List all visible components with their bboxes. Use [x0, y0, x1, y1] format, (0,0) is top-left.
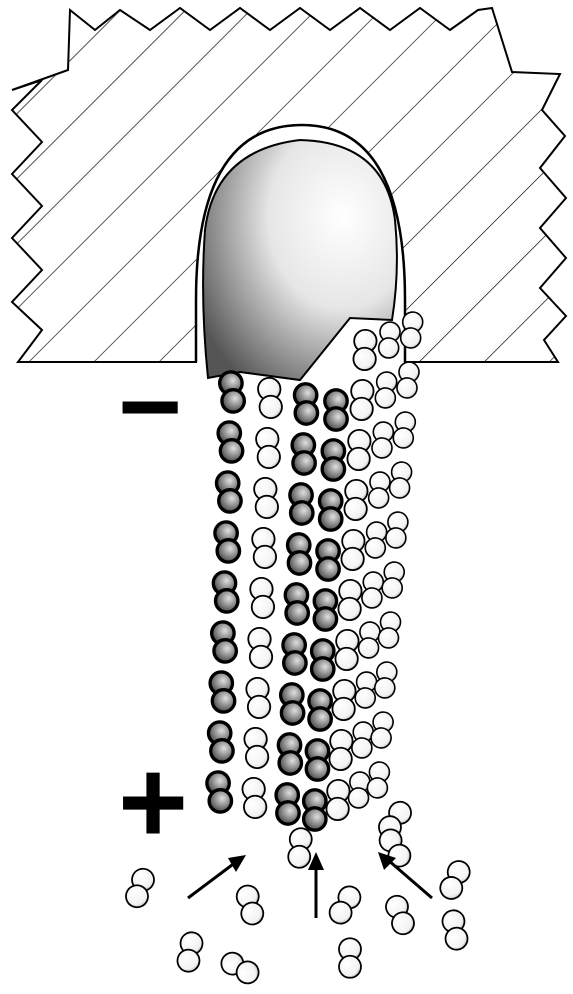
tubulin-dimer [353, 329, 377, 370]
tubulin-dimer [309, 690, 331, 730]
free-tubulin-dimer [287, 827, 312, 868]
tubulin-dimer [317, 540, 339, 580]
free-tubulin-dimer [383, 893, 417, 938]
tubulin-dimer [294, 383, 318, 424]
tubulin-dimer [278, 733, 302, 774]
tubulin-dimer [354, 671, 377, 709]
free-tubulin-dimer [176, 931, 205, 974]
tubulin-dimer [371, 421, 394, 459]
tubulin-dimer [326, 779, 350, 820]
tubulin-dimer [289, 483, 313, 524]
free-tubulin-dimer [234, 883, 265, 927]
tubulin-dimer [375, 371, 398, 409]
tubulin-dimer [329, 729, 353, 770]
tubulin-dimer [215, 471, 242, 514]
tubulin-dimer [218, 371, 245, 414]
tubulin-dimer [322, 440, 344, 480]
tubulin-dimer [332, 679, 356, 720]
free-tubulin-dimer [339, 938, 361, 978]
tubulin-dimer [217, 421, 244, 464]
tubulin-dimer [350, 379, 374, 420]
tubulin-dimer [245, 677, 271, 719]
microtubule [206, 311, 424, 830]
tubulin-dimer [358, 621, 381, 659]
tubulin-dimer [364, 521, 387, 559]
arrow-center [308, 852, 324, 918]
tubulin-dimer [207, 721, 234, 764]
free-tubulin-dimer [123, 866, 157, 911]
tubulin-dimer [388, 461, 412, 499]
tubulin-dimer [251, 527, 277, 569]
tubulin-dimer [287, 533, 311, 574]
free-tubulin-dimer [441, 909, 470, 952]
tubulin-dimer [285, 583, 309, 624]
tubulin-dimer [255, 427, 281, 469]
tubulin-dimer [335, 629, 359, 670]
tubulin-dimer [212, 571, 239, 614]
tubulin-dimer [214, 521, 241, 564]
tubulin-dimer [347, 429, 371, 470]
tubulin-dimer [314, 590, 336, 630]
tubulin-dimer [312, 640, 334, 680]
tubulin-dimer [210, 621, 237, 664]
tubulin-dimer [209, 671, 236, 714]
tubulin-dimer [304, 790, 326, 830]
tubulin-dimer [361, 571, 384, 609]
tubulin-dimer [253, 477, 279, 519]
tubulin-dimer [247, 627, 273, 669]
tubulin-dimer [282, 633, 306, 674]
tubulin-dimer [276, 783, 300, 824]
tubulin-dimer [242, 777, 268, 819]
tubulin-dimer [368, 471, 391, 509]
tubulin-dimer [374, 661, 398, 699]
free-tubulin-dimer [217, 949, 262, 988]
tubulin-dimer [244, 727, 270, 769]
tubulin-dimer [344, 479, 368, 520]
tubulin-dimer [377, 611, 401, 649]
tubulin-dimer [392, 411, 416, 449]
tubulin-dimer [385, 511, 409, 549]
tubulin-dimer [396, 361, 420, 399]
tubulin-dimer [292, 433, 316, 474]
plus-end-label: + [118, 742, 188, 862]
tubulin-dimer [378, 321, 401, 359]
tubulin-dimer [249, 577, 275, 619]
free-tubulin-dimer [437, 857, 474, 902]
tubulin-dimer [381, 561, 405, 599]
tubulin-dimer [257, 377, 283, 419]
tubulin-dimer [320, 490, 342, 530]
tubulin-dimer [280, 683, 304, 724]
free-tubulin-dimer [326, 882, 365, 927]
tubulin-dimer [325, 390, 347, 430]
tubulin-dimer [341, 529, 365, 570]
tubulin-dimer [206, 771, 233, 814]
tubulin-dimer [338, 579, 362, 620]
minus-end-label: − [118, 352, 182, 462]
tubulin-dimer [306, 740, 328, 780]
